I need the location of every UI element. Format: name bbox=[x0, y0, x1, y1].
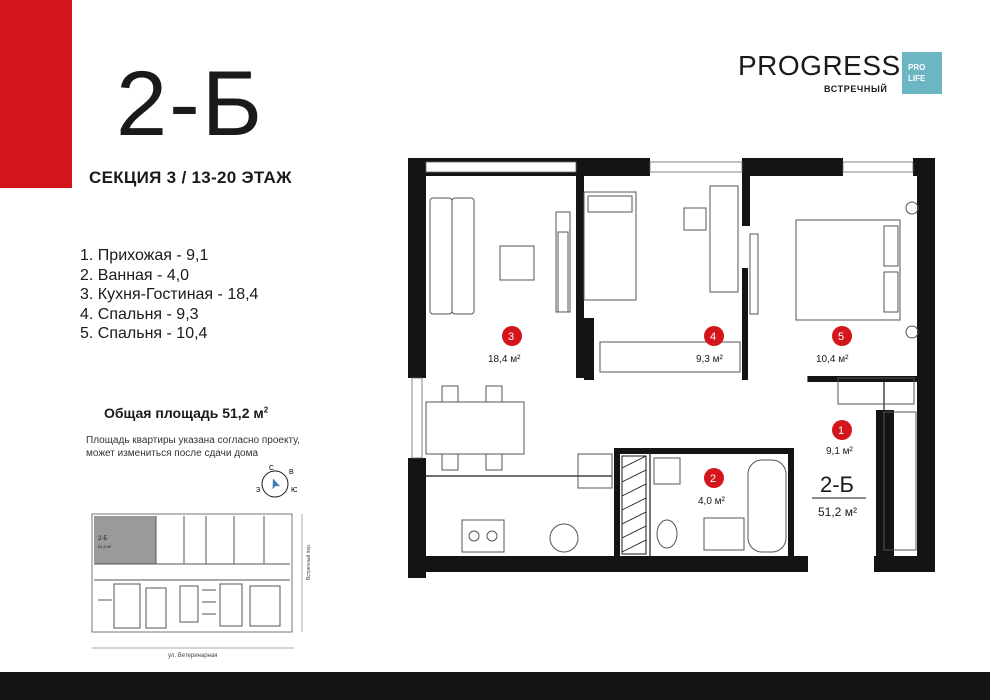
room-area-1: 9,1 м² bbox=[826, 446, 854, 457]
plan-apt-area: 51,2 м² bbox=[818, 505, 857, 519]
room-area-2: 4,0 м² bbox=[698, 496, 726, 507]
street-bottom: ул. Ветеринарная bbox=[168, 653, 217, 659]
room-badge-2-num: 2 bbox=[710, 473, 716, 485]
room-badge-1-num: 1 bbox=[838, 425, 844, 437]
room-list-item: 2. Ванная - 4,0 bbox=[80, 266, 190, 284]
room-list-item: 4. Спальня - 9,3 bbox=[80, 305, 199, 323]
building-key-plan: 2-Б 51,2 м² ул. Ветеринарная Встречный п… bbox=[91, 513, 312, 659]
room-badge-4 bbox=[704, 326, 724, 346]
brand-badge-line1: PRO bbox=[908, 63, 926, 72]
compass-icon: С В Ю З bbox=[256, 465, 297, 498]
room-badge-3 bbox=[502, 326, 522, 346]
section-floor-info: СЕКЦИЯ 3 / 13-20 ЭТАЖ bbox=[89, 168, 292, 187]
room-badge-1 bbox=[832, 420, 852, 440]
room-area-3: 18,4 м² bbox=[488, 354, 521, 365]
room-badge-5-num: 5 bbox=[838, 331, 844, 343]
room-list: 1. Прихожая - 9,1 2. Ванная - 4,0 3. Кух… bbox=[80, 246, 258, 344]
total-area-text: Общая площадь 51,2 м bbox=[104, 405, 264, 421]
floor-plan: 3 18,4 м² 4 9,3 м² 5 10,4 м² 1 9,1 м² 2 … bbox=[408, 158, 935, 578]
highlighted-unit bbox=[94, 516, 156, 564]
room-badge-4-num: 4 bbox=[710, 331, 716, 343]
mini-unit-area: 51,2 м² bbox=[98, 544, 112, 549]
accent-bar bbox=[0, 0, 72, 188]
compass-south: Ю bbox=[291, 487, 297, 494]
brand-logo: PROGRESS ВСТРЕЧНЫЙ PRO LIFE bbox=[738, 50, 942, 94]
room-badge-3-num: 3 bbox=[508, 331, 514, 343]
brand-badge-line2: LIFE bbox=[908, 74, 926, 83]
compass-north: С bbox=[269, 465, 274, 472]
apartment-code: 2-Б bbox=[116, 53, 265, 155]
room-badge-5 bbox=[832, 326, 852, 346]
room-list-item: 5. Спальня - 10,4 bbox=[80, 325, 208, 342]
room-area-4: 9,3 м² bbox=[696, 354, 724, 365]
plan-apt-code: 2-Б bbox=[820, 472, 854, 497]
area-disclaimer: Площадь квартиры указана согласно проект… bbox=[86, 435, 300, 459]
street-side: Встречный пер. bbox=[305, 544, 312, 580]
total-area: Общая площадь 51,2 м2 bbox=[104, 405, 268, 421]
mini-unit-code: 2-Б bbox=[98, 536, 107, 542]
brand-badge: PRO LIFE bbox=[902, 52, 942, 94]
total-area-unit: 2 bbox=[263, 405, 269, 415]
compass-east: В bbox=[289, 469, 294, 476]
brand-subtitle: ВСТРЕЧНЫЙ bbox=[824, 84, 888, 94]
compass-west: З bbox=[256, 487, 260, 494]
room-badge-2 bbox=[704, 468, 724, 488]
room-area-5: 10,4 м² bbox=[816, 354, 849, 365]
room-list-item: 1. Прихожая - 9,1 bbox=[80, 247, 209, 264]
room-list-item: 3. Кухня-Гостиная - 18,4 bbox=[80, 286, 259, 303]
brand-name: PROGRESS bbox=[738, 50, 901, 81]
footer-bar bbox=[0, 672, 990, 700]
